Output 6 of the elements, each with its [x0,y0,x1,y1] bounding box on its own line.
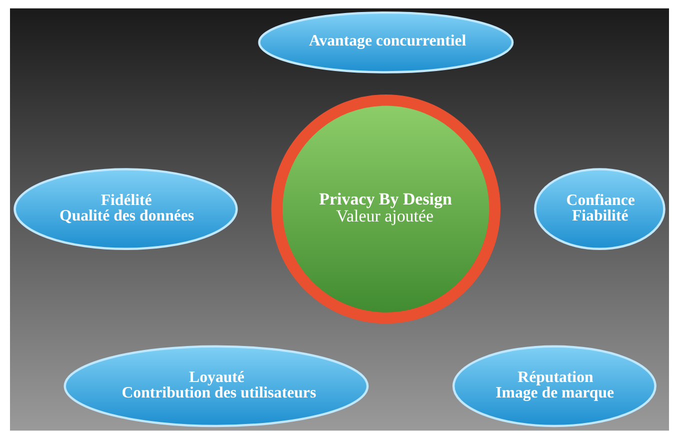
node-ellipse: Fidélité Qualité des données [14,168,238,250]
node-ellipse: Loyauté Contribution des utilisateurs [64,345,369,428]
node-ellipse: Réputation Image de marque [452,345,656,428]
node-ellipse: Avantage concurrentiel [258,12,514,74]
node-circle: Privacy By Design Valeur ajoutée [271,94,501,324]
node-ellipse: Confiance Fiabilité [534,168,666,250]
